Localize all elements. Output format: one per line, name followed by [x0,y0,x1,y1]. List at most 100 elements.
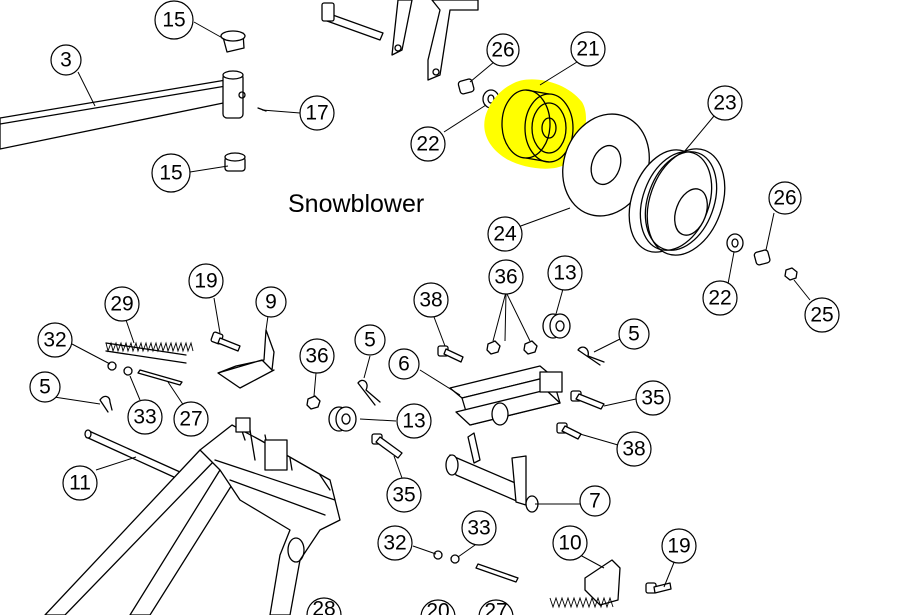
callout-26-right: 26 [768,181,802,215]
svg-text:5: 5 [39,376,51,399]
callout-17: 17 [299,95,335,131]
svg-text:23: 23 [713,92,736,115]
callout-25: 25 [804,297,840,333]
callout-29: 29 [104,286,140,322]
svg-text:21: 21 [576,38,599,61]
callout-10: 10 [552,525,588,561]
bolt-35-left-part [372,434,402,458]
callout-11: 11 [62,465,98,501]
svg-text:15: 15 [162,9,185,32]
tow-bar-arm-part [0,71,246,149]
axle-bracket-7-part [446,433,538,512]
pin-11-part [85,430,180,478]
callout-13-top: 13 [547,255,583,291]
svg-text:19: 19 [194,270,217,293]
svg-text:26: 26 [773,187,796,210]
tire-part [616,138,739,266]
hair-pin-5-left-part [100,396,112,412]
callout-26-left: 26 [486,33,520,67]
svg-text:15: 15 [159,162,182,185]
hair-pin-5-right-part [578,347,604,365]
callout-33-bottom: 33 [461,510,497,546]
svg-text:11: 11 [69,472,91,495]
callout-9: 9 [255,286,287,318]
spacer-right-part [754,249,771,265]
leader-lines [54,22,810,587]
bracket-9-part [218,330,274,388]
svg-text:32: 32 [43,329,66,352]
callout-19-left: 19 [188,263,224,299]
svg-text:27: 27 [484,600,507,615]
spacer-13-mid-part [329,407,356,431]
svg-text:5: 5 [628,323,640,346]
callout-7: 7 [579,485,611,517]
bolt-19-bottom-part [646,583,671,593]
callout-27-bottom: 27 [478,599,514,615]
hair-pin-5-mid-part [358,380,380,405]
nut-32-bottom-part [433,550,443,560]
svg-text:17: 17 [305,102,328,125]
callout-6: 6 [388,348,420,380]
wheel-bracket-part [392,0,478,80]
svg-text:3: 3 [60,49,72,72]
svg-text:38: 38 [419,289,442,312]
callout-5-right: 5 [618,318,650,350]
svg-text:35: 35 [641,387,664,410]
callout-36-top: 36 [488,259,524,295]
svg-text:13: 13 [553,262,576,285]
bolt-19-part [211,332,240,351]
spring-bottom-part [550,598,613,607]
spacer-13-top-part [543,314,570,338]
nut-36-pair-part [487,341,537,354]
svg-text:28: 28 [312,598,335,615]
top-bolt-part [322,3,383,40]
callout-15-top: 15 [154,0,194,40]
callout-28: 28 [306,597,342,615]
callout-35-left: 35 [386,477,422,513]
washer-33-bottom-part [450,554,460,564]
bushing-bottom-part [225,153,245,171]
svg-text:27: 27 [179,408,202,431]
main-frame-part [45,418,340,615]
svg-text:26: 26 [491,39,514,62]
bolt-35-right-part [571,391,604,409]
svg-text:24: 24 [493,223,517,246]
bolt-38-top-part [438,346,463,362]
bushing-top-part [221,31,245,52]
callout-21: 21 [570,31,606,67]
callout-22-left: 22 [410,126,446,162]
callout-5-mid: 5 [354,324,386,356]
pin-27-bottom-part [476,564,518,582]
wheel-nut-part [785,268,797,280]
callout-38-top: 38 [413,282,449,318]
wheel-rim-part-highlighted [484,79,587,169]
svg-text:32: 32 [383,532,406,555]
callout-13-mid: 13 [396,403,432,439]
svg-text:19: 19 [667,535,690,558]
callout-3: 3 [50,44,82,76]
callout-20: 20 [420,599,456,615]
svg-text:9: 9 [265,291,277,314]
svg-text:7: 7 [589,490,601,513]
svg-text:29: 29 [110,293,133,316]
callout-38-right: 38 [616,431,652,467]
svg-text:35: 35 [392,484,415,507]
pin-27-part [138,370,182,385]
callout-32-bottom: 32 [377,525,413,561]
svg-text:22: 22 [416,133,439,156]
callout-5-left: 5 [29,371,61,403]
bolt-38-right-part [557,423,581,439]
svg-text:25: 25 [810,304,833,327]
callout-32-left: 32 [37,322,73,358]
callout-27-left: 27 [173,401,209,437]
svg-text:33: 33 [467,517,490,540]
callout-22-right: 22 [702,280,738,316]
svg-text:6: 6 [398,353,410,376]
callout-19-bottom: 19 [661,528,697,564]
washer-33-part [123,366,133,376]
yoke-6-part [450,366,562,425]
svg-text:10: 10 [558,532,581,555]
callout-15-bottom: 15 [151,153,191,193]
callout-33-left: 33 [127,399,163,435]
